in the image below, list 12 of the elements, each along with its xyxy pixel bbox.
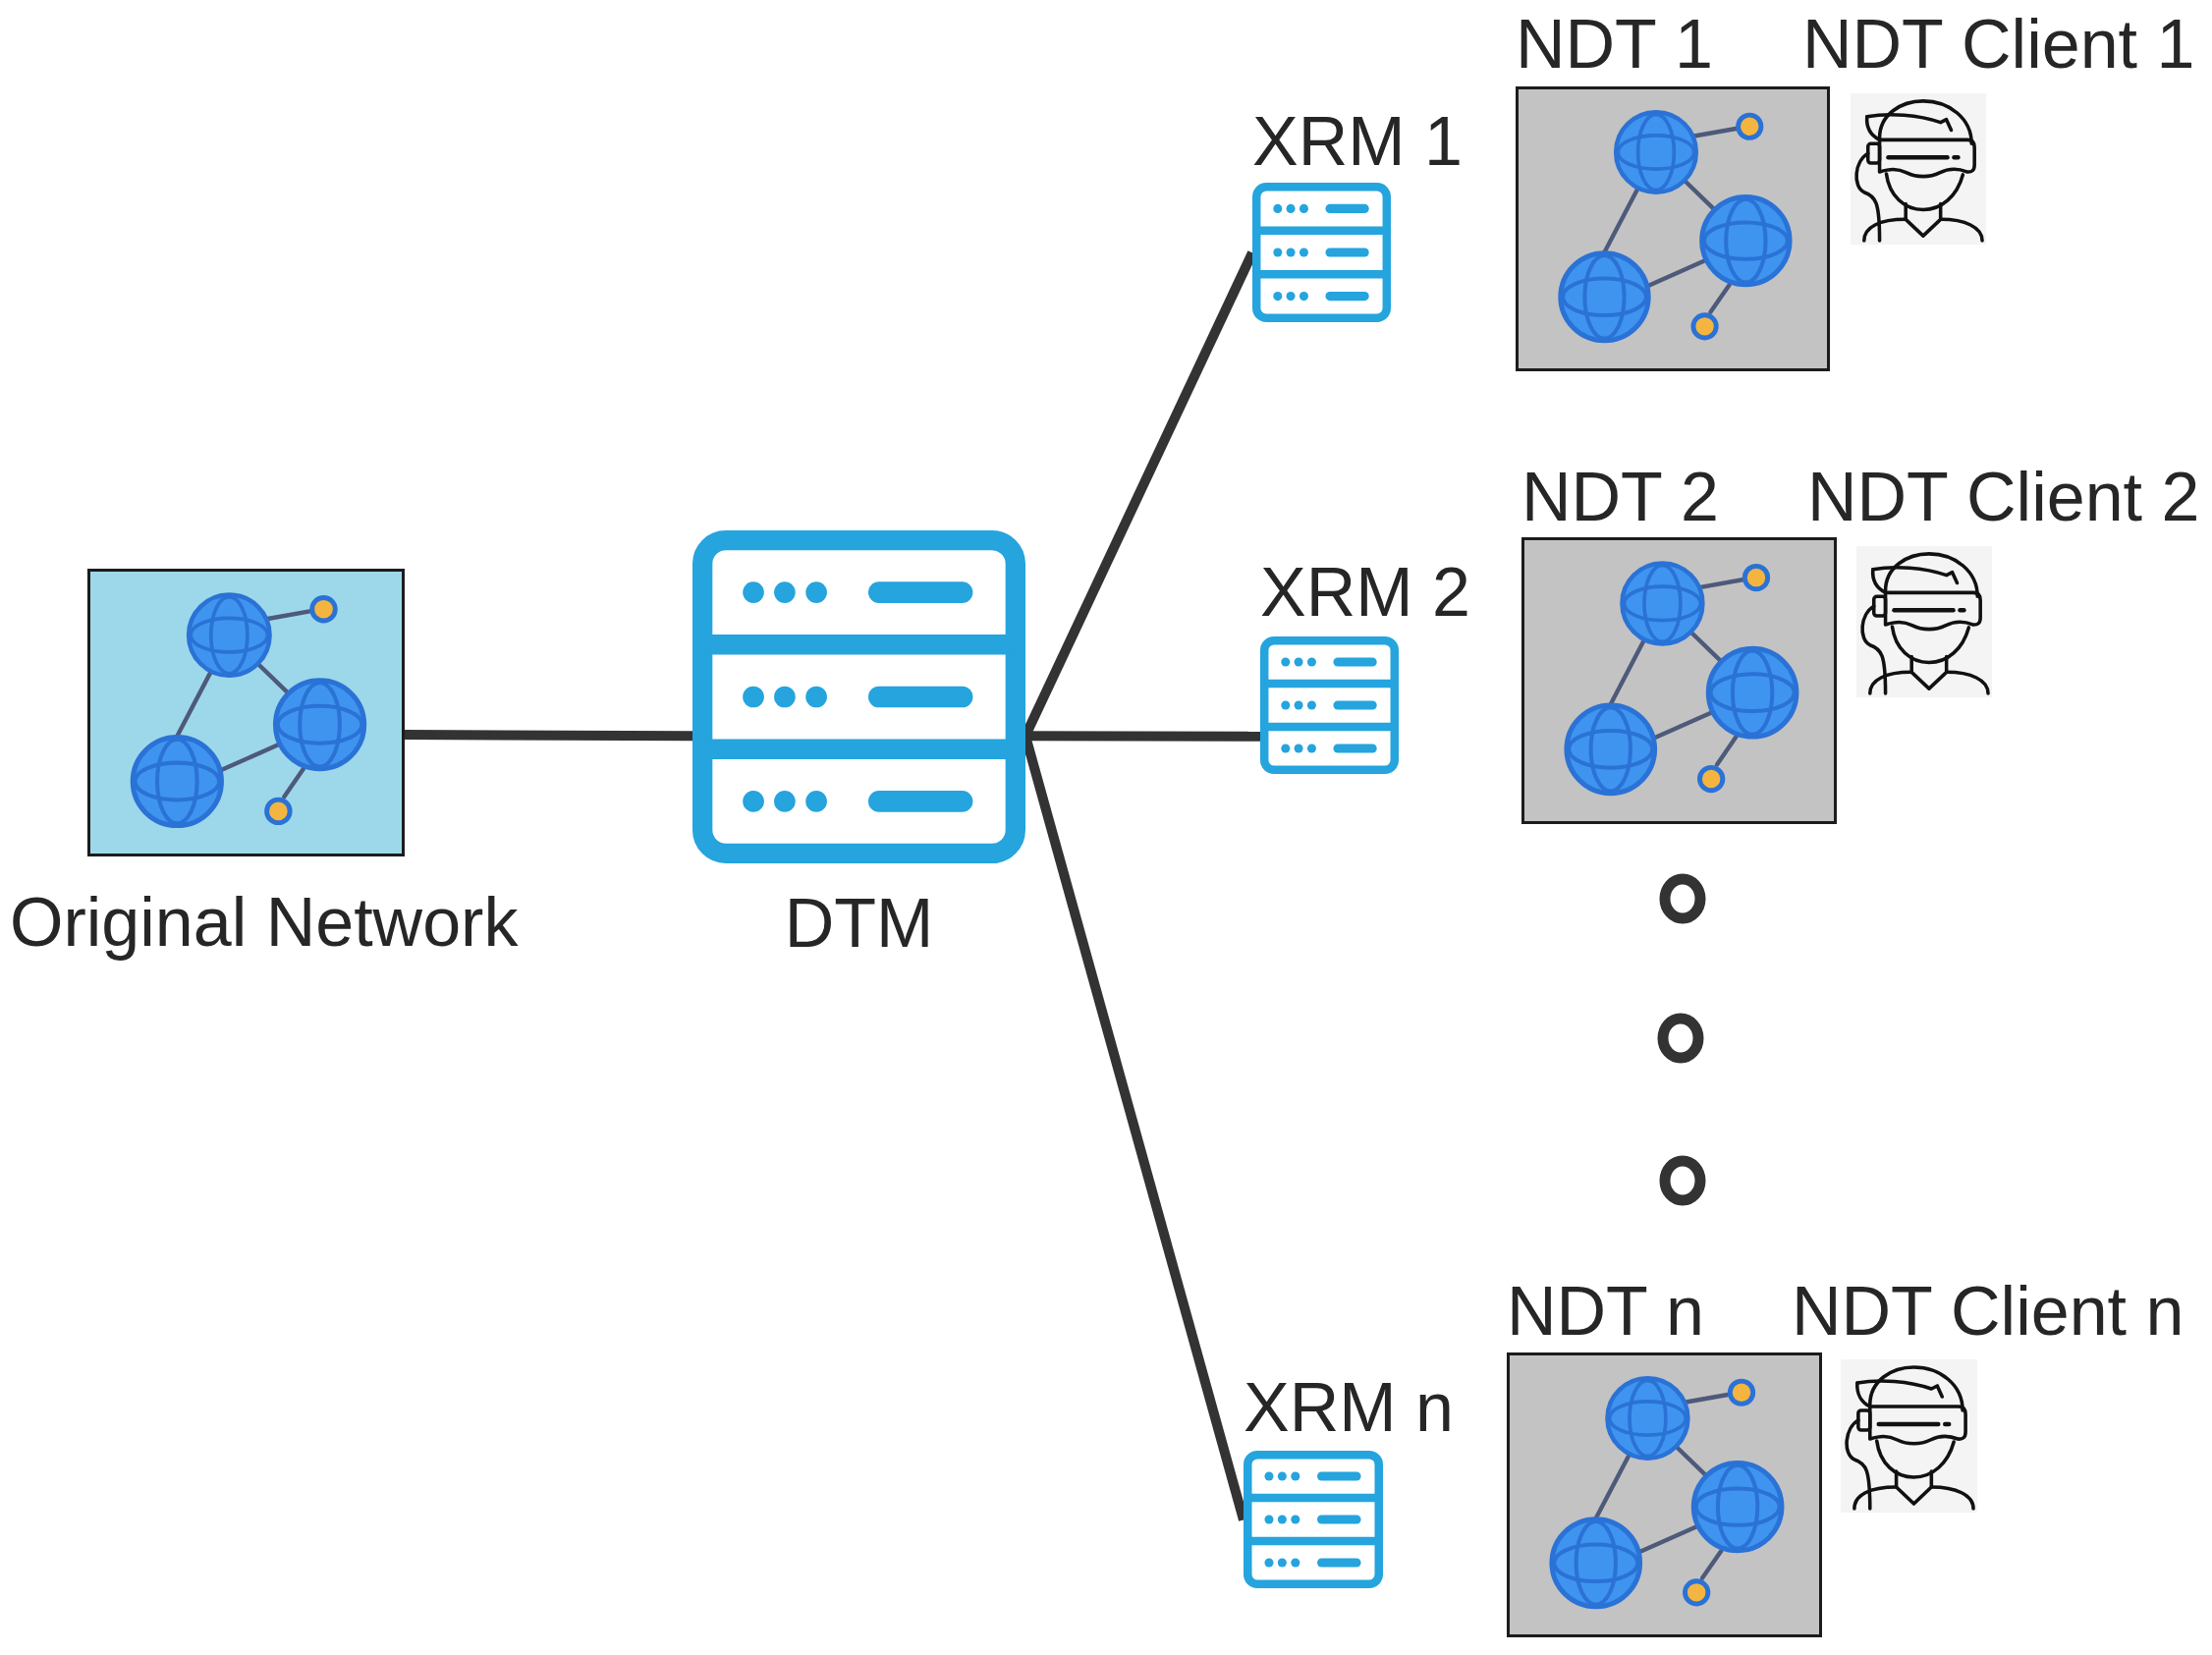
node-label: XRM n [1244, 1368, 1454, 1448]
connector-line [405, 730, 692, 742]
node-label: NDT Client 2 [1807, 458, 2200, 537]
node-label: XRM 2 [1260, 553, 1470, 633]
node-label: NDT Client n [1792, 1272, 2184, 1352]
node-label: Original Network [10, 883, 519, 963]
node-label: XRM 1 [1252, 102, 1463, 182]
node-label: NDT 1 [1516, 5, 1713, 84]
node-label: DTM [784, 884, 934, 964]
node-label: NDT Client 1 [1802, 5, 2195, 84]
node-label: NDT n [1507, 1272, 1704, 1352]
node-label: NDT 2 [1521, 458, 1719, 537]
